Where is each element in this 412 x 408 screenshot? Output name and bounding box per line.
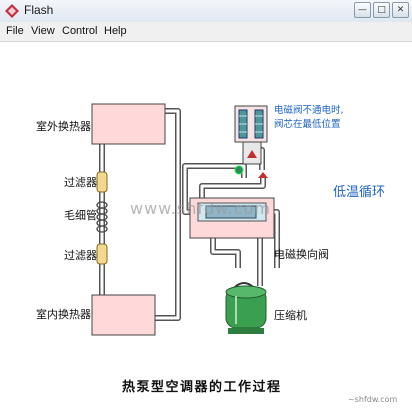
indoor-hx-label: 室内换热器 (36, 307, 91, 321)
solenoid-coil (234, 105, 268, 165)
menu-view[interactable]: View (31, 25, 55, 37)
window-controls: — □ ✕ (354, 2, 409, 18)
maximize-button[interactable]: □ (373, 2, 390, 18)
indoor-heat-exchanger (91, 294, 156, 336)
filter-top-label: 过滤器 (64, 176, 97, 189)
flash-icon (5, 4, 19, 18)
valve-note-line-2: 阀芯在最低位置 (274, 118, 341, 130)
window-title: Flash (24, 3, 54, 17)
menu-file[interactable]: File (6, 25, 24, 37)
watermark: www.shfdw.com (130, 199, 271, 218)
menu-help[interactable]: Help (104, 25, 127, 37)
outdoor-hx-label: 室外换热器 (36, 119, 91, 133)
capillary-label: 毛细管 (64, 208, 97, 222)
reversing-valve-label: 电磁换向阀 (274, 247, 329, 261)
caption: 热泵型空调器的工作过程 (122, 379, 282, 395)
title-bar: Flash — □ ✕ (0, 0, 412, 23)
minimize-button[interactable]: — (354, 2, 371, 18)
capillary-coil (96, 201, 108, 233)
filter-bottom (96, 243, 108, 265)
filter-top (96, 171, 108, 193)
pilot-valve-arrow (258, 172, 268, 178)
flash-stage: 室外换热器 过滤器 毛细管 过滤器 室内换热器 电磁阀不通电时, 阀芯在最低位置… (0, 42, 412, 404)
cycle-mode-label: 低温循环 (333, 185, 385, 200)
filter-bottom-label: 过滤器 (64, 249, 97, 262)
valve-note-line-1: 电磁阀不通电时, (274, 104, 344, 116)
pilot-valve-ball (234, 165, 244, 175)
outdoor-heat-exchanger (91, 103, 166, 145)
compressor-unit (225, 282, 267, 334)
compressor-label: 压缩机 (274, 308, 307, 322)
heat-pump-diagram: 室外换热器 过滤器 毛细管 过滤器 室内换热器 电磁阀不通电时, 阀芯在最低位置… (36, 103, 397, 404)
reversing-valve-body (189, 197, 275, 239)
close-button[interactable]: ✕ (392, 2, 409, 18)
menu-control[interactable]: Control (62, 25, 98, 37)
corner-watermark: ~shfdw.com (348, 395, 397, 404)
menu-bar: File View Control Help (0, 22, 412, 42)
